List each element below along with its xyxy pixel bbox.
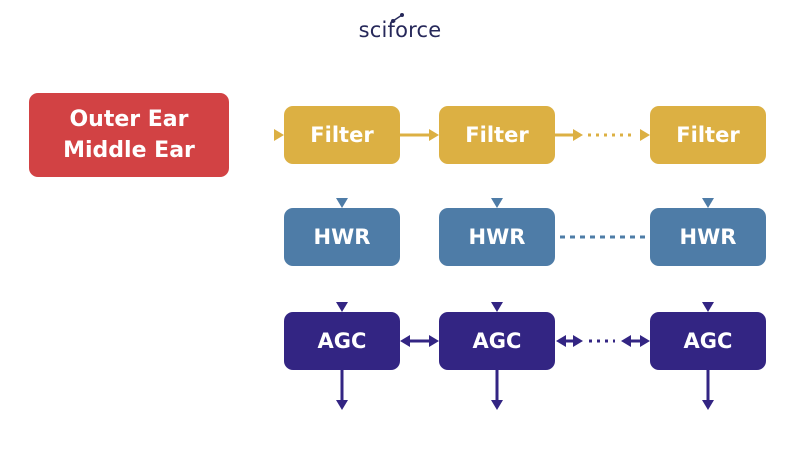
filter-box-1: Filter xyxy=(284,106,400,164)
brand-name: sciforce xyxy=(358,18,442,42)
arrow-filter-2-to-3-dotted xyxy=(555,129,650,141)
arrow-filter-1-to-2 xyxy=(400,129,439,141)
agc-box-1: AGC xyxy=(284,312,400,370)
filter-box-3: Filter xyxy=(650,106,766,164)
arrows-hwr-to-agc xyxy=(336,266,714,312)
hwr-box-2: HWR xyxy=(439,208,555,266)
brand-logo: sciforce xyxy=(0,18,800,42)
logo-mark-icon xyxy=(391,13,404,23)
arrow-ear-to-filter xyxy=(229,129,284,141)
agc-box-3: AGC xyxy=(650,312,766,370)
arrows-filter-to-hwr xyxy=(336,164,714,208)
arrow-agc-2-3-dotted xyxy=(556,335,650,347)
filter-box-2: Filter xyxy=(439,106,555,164)
arrow-agc-1-2-bidirectional xyxy=(400,335,439,347)
ear-label-line2: Middle Ear xyxy=(63,138,195,163)
arrows-agc-output xyxy=(336,370,714,410)
agc-box-2: AGC xyxy=(439,312,555,370)
ear-label-line1: Outer Ear xyxy=(69,107,189,132)
hwr-box-3: HWR xyxy=(650,208,766,266)
hwr-box-1: HWR xyxy=(284,208,400,266)
outer-middle-ear-box: Outer Ear Middle Ear xyxy=(29,93,229,177)
